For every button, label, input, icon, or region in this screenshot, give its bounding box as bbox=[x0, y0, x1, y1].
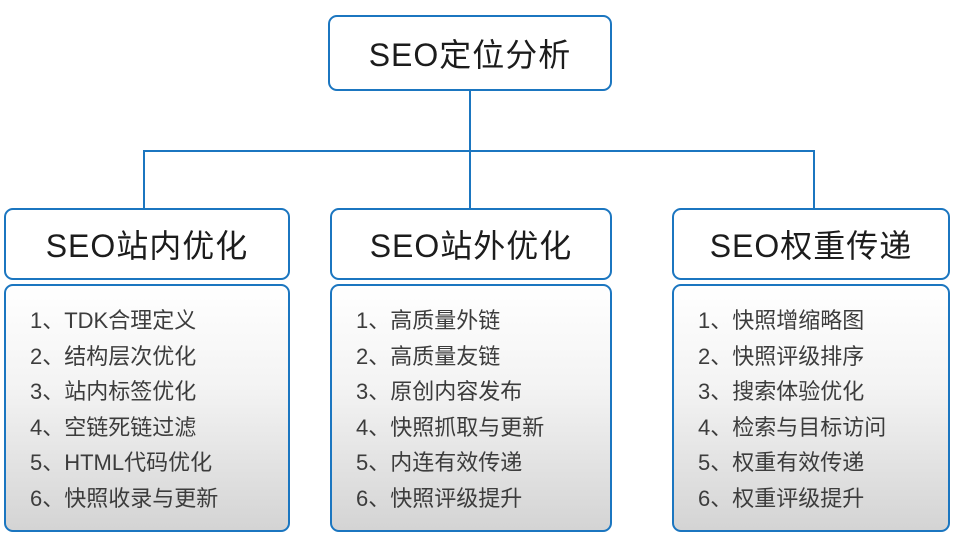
column-list-offsite: 1、高质量外链 2、高质量友链 3、原创内容发布 4、快照抓取与更新 5、内连有… bbox=[330, 284, 612, 532]
column-list-weight: 1、快照增缩略图 2、快照评级排序 3、搜索体验优化 4、检索与目标访问 5、权… bbox=[672, 284, 950, 532]
list-item: 4、空链死链过滤 bbox=[30, 414, 197, 440]
root-node: SEO定位分析 bbox=[328, 15, 612, 91]
column-header-weight-label: SEO权重传递 bbox=[709, 228, 913, 264]
list-item: 2、快照评级排序 bbox=[698, 343, 865, 369]
root-node-label: SEO定位分析 bbox=[368, 37, 572, 73]
list-item: 5、HTML代码优化 bbox=[30, 450, 213, 475]
column-header-offsite-label: SEO站外优化 bbox=[369, 228, 573, 264]
column-header-onsite-label: SEO站内优化 bbox=[45, 228, 249, 264]
connector-root-vertical bbox=[469, 91, 471, 151]
list-item: 5、权重有效传递 bbox=[698, 450, 865, 475]
column-header-onsite: SEO站内优化 bbox=[4, 208, 290, 280]
connector-drop-left bbox=[143, 150, 145, 208]
column-header-weight: SEO权重传递 bbox=[672, 208, 950, 280]
list-item: 1、高质量外链 bbox=[356, 308, 501, 333]
list-item: 1、TDK合理定义 bbox=[30, 308, 197, 333]
list-item: 6、快照评级提升 bbox=[356, 485, 523, 511]
list-item: 3、站内标签优化 bbox=[30, 379, 197, 404]
list-item: 3、搜索体验优化 bbox=[698, 379, 865, 404]
list-item: 2、高质量友链 bbox=[356, 343, 501, 369]
connector-drop-middle bbox=[469, 150, 471, 208]
list-item: 5、内连有效传递 bbox=[356, 450, 523, 475]
list-item: 3、原创内容发布 bbox=[356, 379, 523, 404]
list-item: 4、快照抓取与更新 bbox=[356, 414, 545, 440]
list-item: 6、快照收录与更新 bbox=[30, 485, 219, 511]
column-header-offsite: SEO站外优化 bbox=[330, 208, 612, 280]
connector-horizontal bbox=[143, 150, 815, 152]
list-item: 2、结构层次优化 bbox=[30, 343, 197, 369]
connector-drop-right bbox=[813, 150, 815, 208]
list-item: 4、检索与目标访问 bbox=[698, 414, 887, 440]
list-item: 6、权重评级提升 bbox=[698, 485, 865, 511]
list-item: 1、快照增缩略图 bbox=[698, 308, 865, 333]
column-list-onsite: 1、TDK合理定义 2、结构层次优化 3、站内标签优化 4、空链死链过滤 5、H… bbox=[4, 284, 290, 532]
